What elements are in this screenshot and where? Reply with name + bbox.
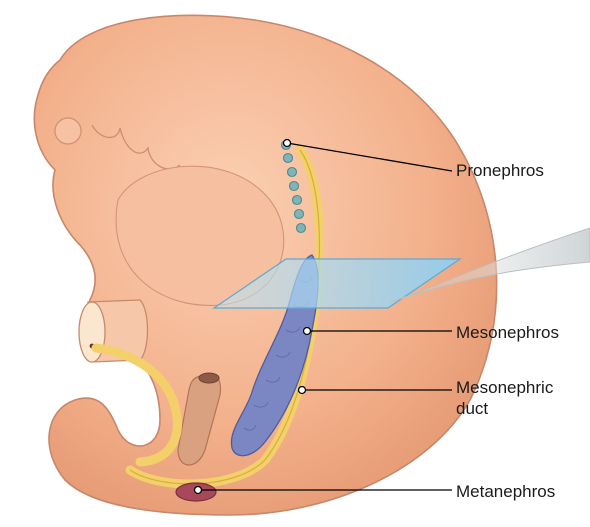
label-mesonephric-duct: Mesonephric duct bbox=[456, 377, 553, 419]
label-mesonephros: Mesonephros bbox=[456, 322, 559, 343]
hindgut-opening bbox=[199, 373, 219, 383]
label-metanephros: Metanephros bbox=[456, 481, 555, 502]
label-pronephros: Pronephros bbox=[456, 160, 544, 181]
optic-bump bbox=[55, 118, 81, 144]
